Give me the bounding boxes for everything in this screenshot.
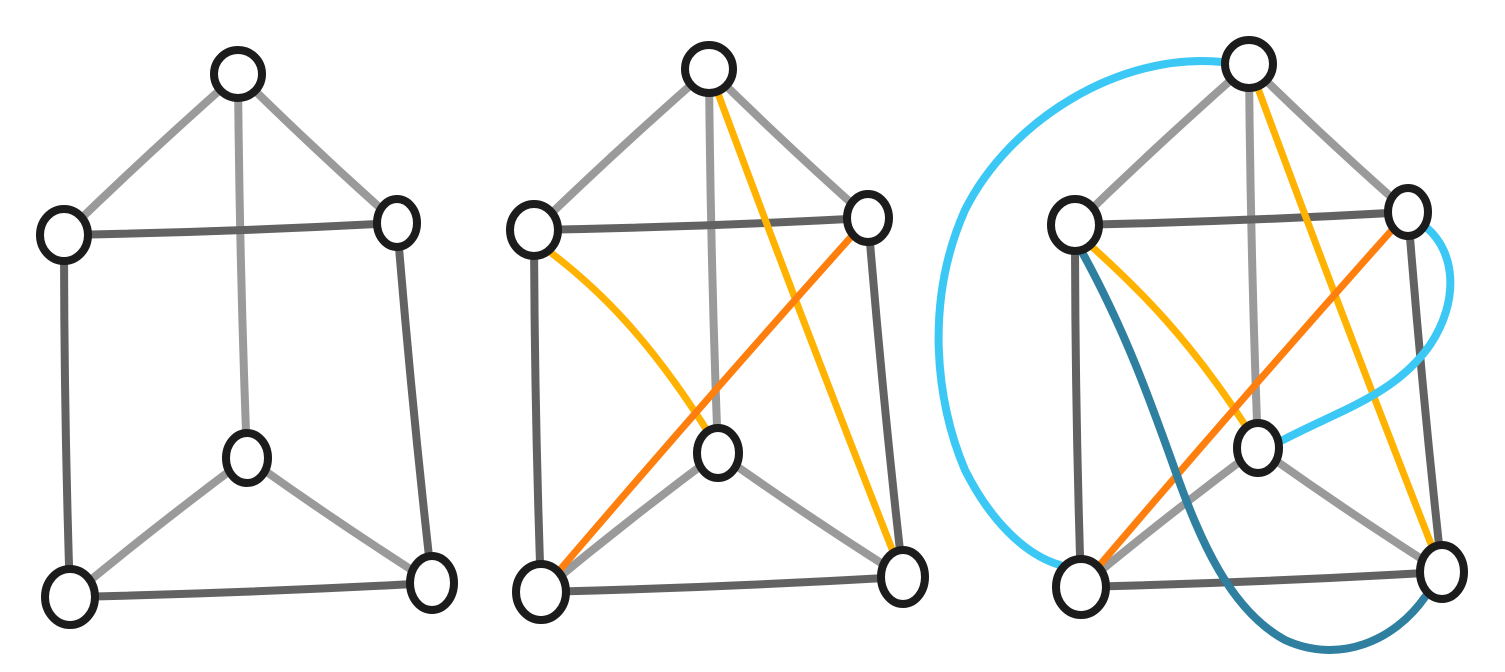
edge-top-to-right: [234, 70, 401, 227]
node-center: [222, 429, 272, 487]
node-bottom-right: [1416, 541, 1468, 603]
node-top: [1221, 36, 1277, 92]
graph-2-nodes: [506, 41, 929, 624]
edge-right-to-bottom-right: [864, 214, 907, 581]
node-top: [210, 46, 266, 102]
edge-center-to-bottom-right: [243, 454, 436, 587]
edge-top-to-left: [1071, 60, 1253, 229]
edge-left-to-right: [530, 214, 872, 234]
edge-right-to-bottom-left: [1077, 208, 1412, 591]
graph-1-edges: [60, 70, 436, 601]
node-center: [693, 424, 743, 482]
edge-center-to-bottom-left: [537, 449, 722, 596]
node-bottom-right: [877, 546, 929, 608]
node-bottom-left: [41, 565, 99, 629]
edge-left-to-center: [546, 248, 712, 436]
edge-right-to-bottom-left: [537, 214, 872, 596]
edge-top-to-center: [234, 70, 251, 462]
graph-2-edges: [530, 65, 907, 596]
edge-top-to-center: [705, 65, 722, 457]
node-right: [1384, 184, 1432, 240]
edge-bottom-left-to-bottom-right: [1077, 568, 1446, 591]
edge-bottom-left-to-bottom-right: [66, 579, 436, 601]
edge-right-to-center: [1279, 224, 1455, 444]
edge-left-to-center: [1086, 241, 1249, 429]
edge-top-to-bottom-right: [1245, 60, 1446, 576]
node-top: [681, 41, 737, 97]
edge-left-to-bottom-left: [530, 226, 545, 596]
node-left: [506, 200, 562, 260]
edge-left-to-bottom-left: [60, 231, 74, 601]
node-right: [373, 195, 421, 251]
nodes-layer: [36, 36, 1468, 629]
edge-top-to-left: [530, 65, 713, 234]
edge-right-to-bottom-right: [393, 219, 436, 587]
edge-top-to-bottom-left: [934, 57, 1226, 569]
edge-left-to-right: [1071, 208, 1412, 229]
edge-center-to-bottom-left: [1077, 444, 1262, 591]
edge-bottom-left-to-bottom-right: [537, 573, 907, 596]
edge-top-to-center: [1245, 60, 1262, 452]
edges-layer: [60, 57, 1455, 654]
node-bottom-left: [1052, 555, 1110, 619]
graph-3-edges: [934, 57, 1455, 654]
edge-left-to-bottom-left: [1071, 221, 1085, 591]
node-center: [1233, 419, 1283, 477]
edge-left-to-right: [60, 219, 401, 239]
edge-top-to-bottom-right: [705, 65, 907, 581]
edge-left-to-bottom-right: [1078, 248, 1429, 654]
node-bottom-left: [512, 560, 570, 624]
edge-top-to-right: [705, 65, 872, 222]
node-right: [843, 190, 893, 246]
node-left: [36, 205, 92, 265]
edge-right-to-bottom-right: [1404, 208, 1446, 576]
graph-3-nodes: [1047, 36, 1468, 619]
edge-center-to-bottom-left: [66, 454, 251, 601]
edge-top-to-left: [60, 70, 242, 239]
graph-1-nodes: [36, 46, 458, 629]
node-left: [1047, 195, 1103, 255]
node-bottom-right: [406, 552, 458, 614]
